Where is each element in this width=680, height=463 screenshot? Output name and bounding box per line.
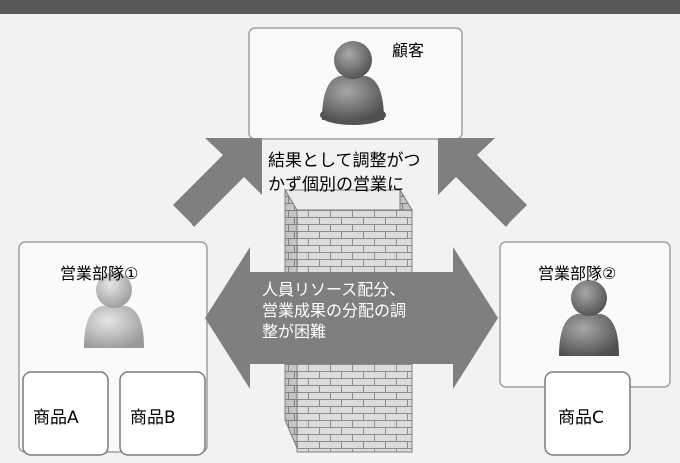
team1-label: 営業部隊① — [60, 264, 139, 283]
result-note: 結果として調整がつ かず個別の営業に — [268, 149, 428, 197]
product-a-label: 商品A — [33, 408, 79, 428]
customer-label: 顧客 — [392, 41, 425, 60]
product-c-label: 商品C — [558, 408, 604, 428]
result-note-line1: 結果として調整がつ — [268, 151, 421, 171]
arrow-note-line1: 人員リソース配分、 — [262, 280, 406, 299]
diagram-canvas — [18, 27, 671, 456]
arrow-note-line3: 整が困難 — [262, 322, 327, 341]
arrow-team2-to-customer — [438, 138, 527, 227]
arrow-note: 人員リソース配分、 営業成果の分配の調 整が困難 — [262, 279, 437, 342]
double-arrow — [205, 247, 498, 389]
result-note-line2: かず個別の営業に — [268, 175, 404, 195]
team2-person-icon — [559, 280, 619, 356]
arrow-team1-to-customer — [173, 138, 262, 227]
product-b-box — [119, 371, 206, 456]
product-c-box — [544, 371, 631, 456]
product-b-label: 商品B — [130, 408, 176, 428]
arrow-note-line2: 営業成果の分配の調 — [262, 301, 407, 320]
header-bar — [0, 0, 680, 14]
customer-person-icon — [320, 41, 386, 125]
team2-label: 営業部隊② — [538, 264, 617, 283]
product-a-box — [22, 371, 109, 456]
team1-person-icon — [84, 272, 144, 348]
